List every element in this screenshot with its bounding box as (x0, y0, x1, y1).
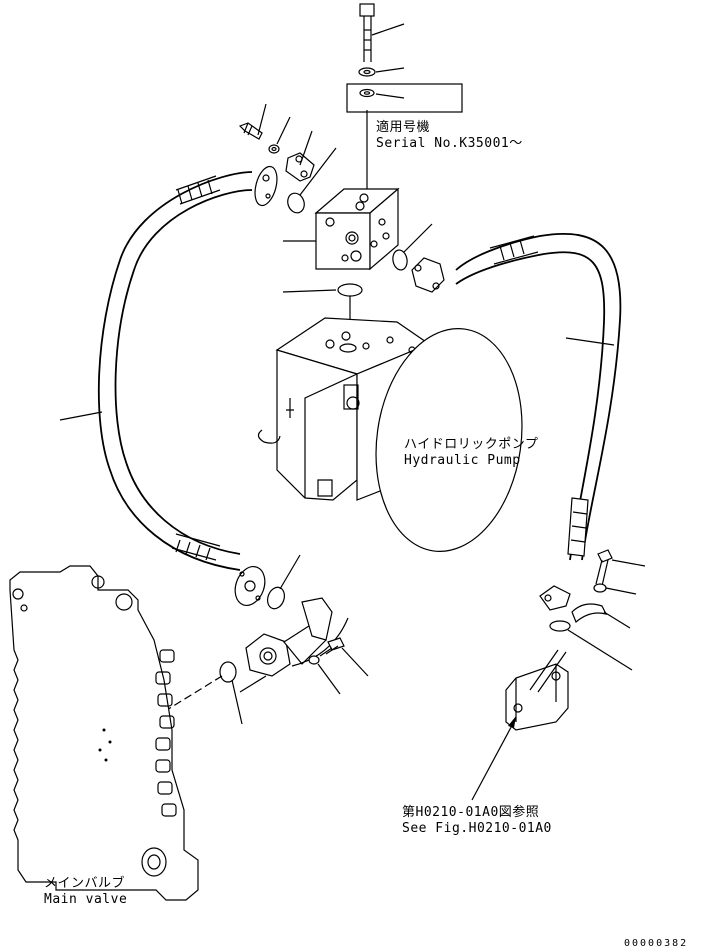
box-washer (359, 88, 375, 98)
o-ring-main-valve (219, 661, 237, 683)
leader-o-ring-right (403, 223, 433, 253)
hydraulic-pump (257, 317, 523, 552)
top-washer (358, 67, 376, 77)
pump-en-label: Hydraulic Pump (404, 453, 521, 468)
leader-center-washer (317, 663, 341, 695)
main-valve-jp-label: メインバルブ (44, 876, 126, 891)
o-ring-block-right (392, 249, 408, 271)
center-lower-bolt (319, 637, 345, 657)
leader-o-ring-main-valve (231, 679, 243, 725)
main-valve-en-label: Main valve (44, 892, 128, 907)
leader-washer (375, 67, 405, 73)
leader-center-bolt (341, 647, 369, 677)
reference-arrow-line (471, 717, 517, 801)
leader-o-ring-bottom (282, 289, 337, 293)
leader-left-bolt (257, 103, 267, 136)
serial-en-label: Serial No.K35001～ (376, 136, 523, 151)
manifold-block (314, 187, 400, 271)
pump-jp-label: ハイドロリックポンプ (404, 437, 539, 452)
left-hose-bottom-flange (234, 566, 266, 606)
right-split-flange (571, 603, 608, 624)
main-valve (9, 565, 199, 901)
left-hose-top-flange (254, 165, 278, 207)
left-small-bolt (238, 122, 263, 140)
right-hose-top-flange (411, 257, 445, 293)
leader-o-ring-left (299, 147, 337, 196)
center-lower-washer (308, 655, 320, 665)
figure-number: 00000382 (624, 938, 689, 949)
leader-right-washer (605, 587, 637, 595)
right-hose (455, 232, 622, 561)
serial-applicability-box (346, 83, 463, 113)
elbow-flange (245, 633, 291, 677)
leader-elbow (239, 675, 267, 693)
leader-o-ring-hose-bottom (279, 554, 301, 590)
leader-right-hose (565, 337, 615, 346)
o-ring-block-left (287, 192, 305, 214)
left-washer (268, 144, 280, 154)
right-hose-bottom-flange (539, 585, 571, 611)
reference-en-label: See Fig.H0210-01A0 (402, 821, 552, 836)
reference-arrowhead (508, 716, 516, 728)
o-ring-hose-bottom (266, 586, 286, 610)
elbow-pipe (283, 597, 349, 667)
leader-o-ring-right-bottom (567, 629, 633, 671)
left-hose (97, 171, 253, 571)
leader-left-washer (276, 116, 291, 145)
right-washer (593, 583, 607, 593)
top-bolt (359, 3, 375, 62)
leader-right-split-flange (603, 611, 631, 629)
leader-left-hose (59, 411, 103, 421)
leader-top-bolt (371, 23, 405, 36)
split-flange-half (285, 152, 315, 182)
right-bolt (595, 549, 613, 587)
o-ring-block-bottom (337, 283, 363, 297)
serial-jp-label: 適用号機 (376, 120, 431, 135)
leader-split-flange (299, 130, 313, 166)
leader-right-bolt (611, 559, 646, 567)
o-ring-right-bottom (549, 620, 571, 632)
lower-right-fitting (505, 649, 569, 731)
reference-jp-label: 第H0210-01A0図参照 (402, 805, 540, 820)
leader-box-washer (375, 93, 405, 99)
